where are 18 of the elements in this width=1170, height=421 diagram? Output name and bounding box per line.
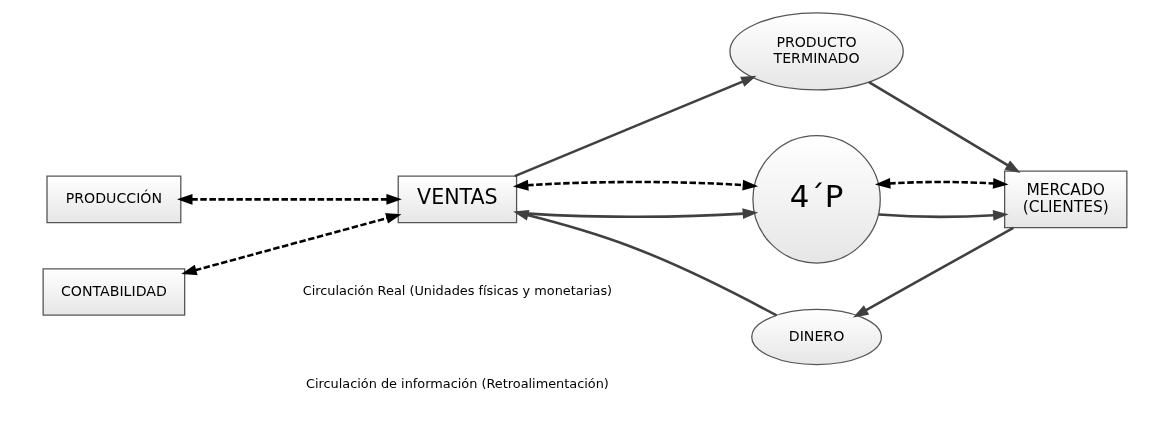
node-box: VENTAS	[397, 175, 518, 224]
arrow	[177, 193, 402, 205]
arrow	[874, 177, 1009, 189]
legend-label: Circulación Real (Unidades físicas y monetarias)	[302, 283, 613, 299]
node-box: MERCADO (CLIENTES)	[1004, 170, 1128, 229]
node-circle: 4´P	[752, 135, 881, 264]
arrow	[512, 179, 759, 191]
legend-label: Circulación de información (Retroalimentación)	[305, 375, 609, 391]
arrow	[514, 75, 757, 178]
arrow	[181, 213, 402, 276]
arrow	[513, 209, 778, 317]
node-ellipse: DINERO	[751, 308, 883, 366]
arrow	[878, 209, 1009, 221]
node-box: PRODUCCIÓN	[46, 175, 182, 224]
node-box: CONTABILIDAD	[42, 268, 186, 316]
arrow	[868, 80, 1021, 174]
node-ellipse: PRODUCTO TERMINADO	[729, 12, 904, 91]
arrow	[853, 226, 1014, 318]
